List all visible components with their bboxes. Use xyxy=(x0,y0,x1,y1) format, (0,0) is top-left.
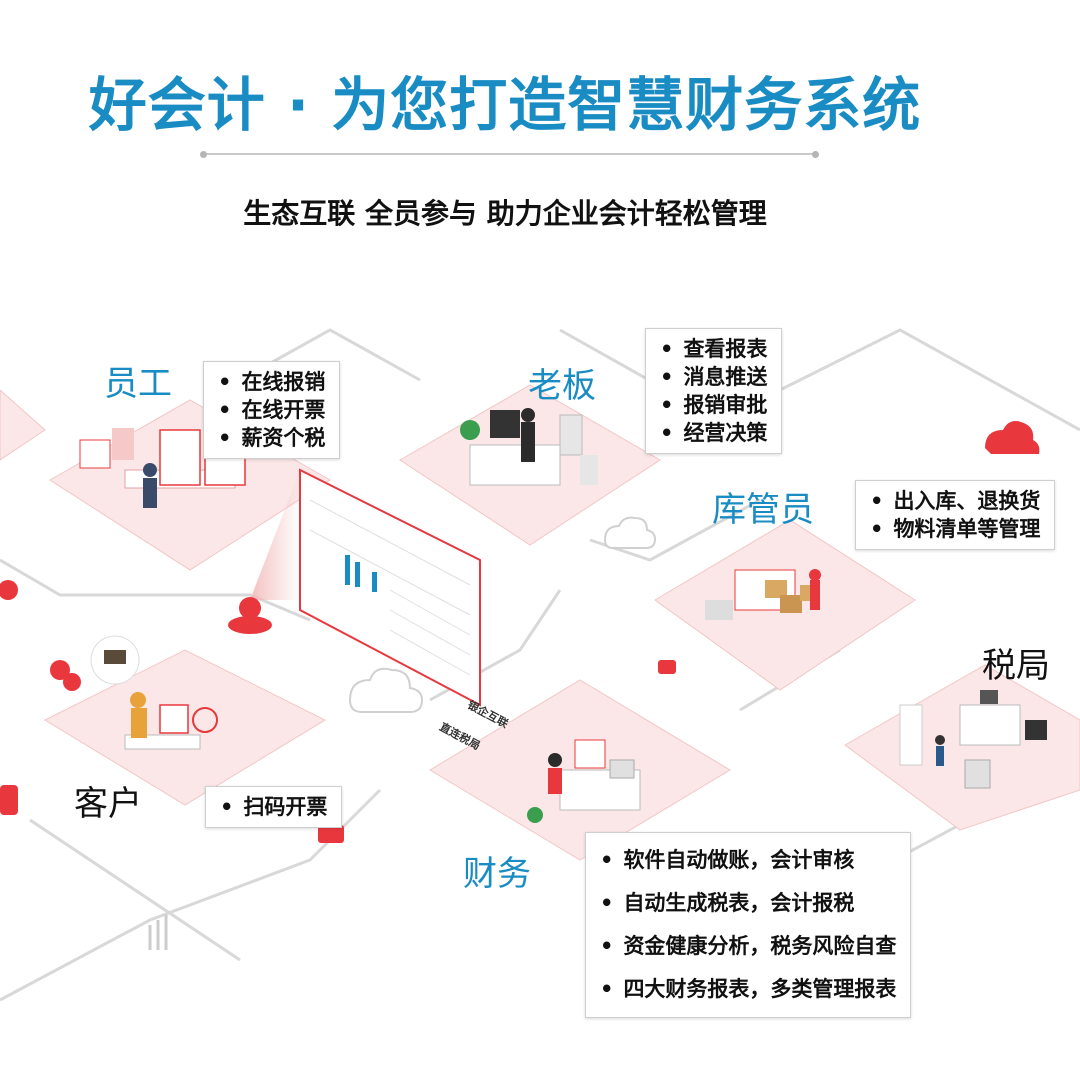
tax-bureau-illustration xyxy=(899,690,1047,789)
red-cloud-icon xyxy=(985,421,1040,454)
callout-boss: 查看报表 消息推送 报销审批 经营决策 xyxy=(645,328,783,454)
list-item: 物料清单等管理 xyxy=(870,515,1040,543)
title-divider xyxy=(204,153,816,155)
list-item: 自动生成税表，会计报税 xyxy=(600,882,896,925)
list-item: 查看报表 xyxy=(660,335,767,363)
callout-employee: 在线报销 在线开票 薪资个税 xyxy=(203,361,341,459)
list-item: 出入库、退换货 xyxy=(870,487,1040,515)
list-item: 软件自动做账，会计审核 xyxy=(600,839,896,882)
role-label-employee: 员工 xyxy=(104,364,172,404)
tile-tax xyxy=(844,664,1080,831)
role-label-customer: 客户 xyxy=(74,784,142,824)
tile-edge xyxy=(0,389,46,461)
page-title: 好会计 · 为您打造智慧财务系统 xyxy=(88,71,922,139)
role-label-boss: 老板 xyxy=(528,366,596,406)
list-item: 在线报销 xyxy=(218,368,325,396)
list-item: 经营决策 xyxy=(660,419,767,447)
page-subtitle: 生态互联 全员参与 助力企业会计轻松管理 xyxy=(243,197,767,230)
employee-illustration xyxy=(79,428,246,508)
list-item: 四大财务报表，多类管理报表 xyxy=(600,968,896,1011)
divider-dot-left xyxy=(200,151,207,158)
central-dashboard xyxy=(228,468,481,707)
boss-illustration xyxy=(460,408,598,486)
role-label-warehouse: 库管员 xyxy=(712,490,814,530)
red-cube-icons xyxy=(0,580,676,843)
divider-dot-right xyxy=(812,151,819,158)
warehouse-illustration xyxy=(705,569,821,620)
callout-finance: 软件自动做账，会计审核 自动生成税表，会计报税 资金健康分析，税务风险自查 四大… xyxy=(585,832,912,1018)
barrier-icon xyxy=(148,915,168,950)
finance-illustration xyxy=(527,739,641,823)
callout-customer: 扫码开票 xyxy=(205,786,343,828)
role-label-finance: 财务 xyxy=(463,854,531,894)
callout-warehouse: 出入库、退换货 物料清单等管理 xyxy=(855,480,1056,550)
list-item: 报销审批 xyxy=(660,391,767,419)
role-label-tax-bureau: 税局 xyxy=(982,646,1050,686)
list-item: 消息推送 xyxy=(660,363,767,391)
list-item: 扫码开票 xyxy=(220,793,327,821)
list-item: 在线开票 xyxy=(218,396,325,424)
customer-illustration xyxy=(50,635,218,750)
list-item: 薪资个税 xyxy=(218,424,325,452)
cloud-icons xyxy=(348,516,657,713)
list-item: 资金健康分析，税务风险自查 xyxy=(600,925,896,968)
